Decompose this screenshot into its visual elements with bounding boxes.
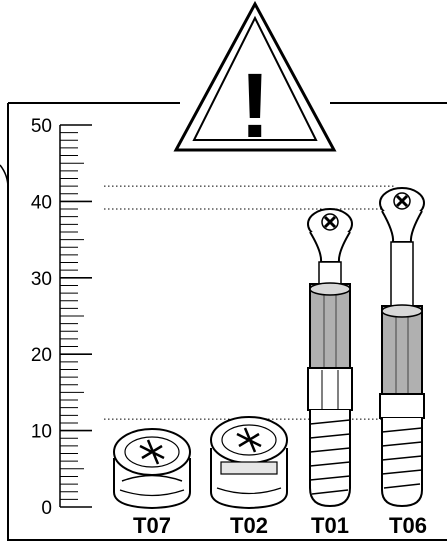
item-code-t02: T02 bbox=[230, 513, 268, 538]
fitting-t06 bbox=[379, 187, 425, 508]
scale-label: 10 bbox=[31, 422, 52, 443]
scale-label: 0 bbox=[41, 498, 52, 519]
item-code-t06: T06 bbox=[389, 513, 427, 538]
connector-bolt-t01 bbox=[307, 208, 353, 508]
fitting-t07 bbox=[113, 428, 191, 510]
warning-triangle-icon: ! bbox=[173, 0, 337, 157]
frame-border bbox=[7, 102, 447, 541]
fitting-t01 bbox=[307, 208, 353, 508]
connector-bolt-t06 bbox=[379, 187, 425, 508]
scale-label: 30 bbox=[31, 269, 52, 290]
fittings bbox=[113, 187, 425, 510]
cam-housing-t07 bbox=[113, 428, 191, 510]
cam-housing-t02 bbox=[210, 416, 288, 510]
scale-label: 40 bbox=[31, 192, 52, 213]
warning-symbol: ! bbox=[240, 55, 271, 157]
item-code-t07: T07 bbox=[133, 513, 171, 538]
fitting-t02 bbox=[210, 416, 288, 510]
scale-label: 20 bbox=[31, 345, 52, 366]
measurement-scale: 0 10 20 30 40 50 bbox=[31, 116, 92, 519]
item-code-t01: T01 bbox=[311, 513, 349, 538]
item-codes: T07 T02 T01 T06 bbox=[133, 513, 427, 538]
callout-line bbox=[0, 164, 9, 189]
scale-label: 50 bbox=[31, 116, 52, 137]
